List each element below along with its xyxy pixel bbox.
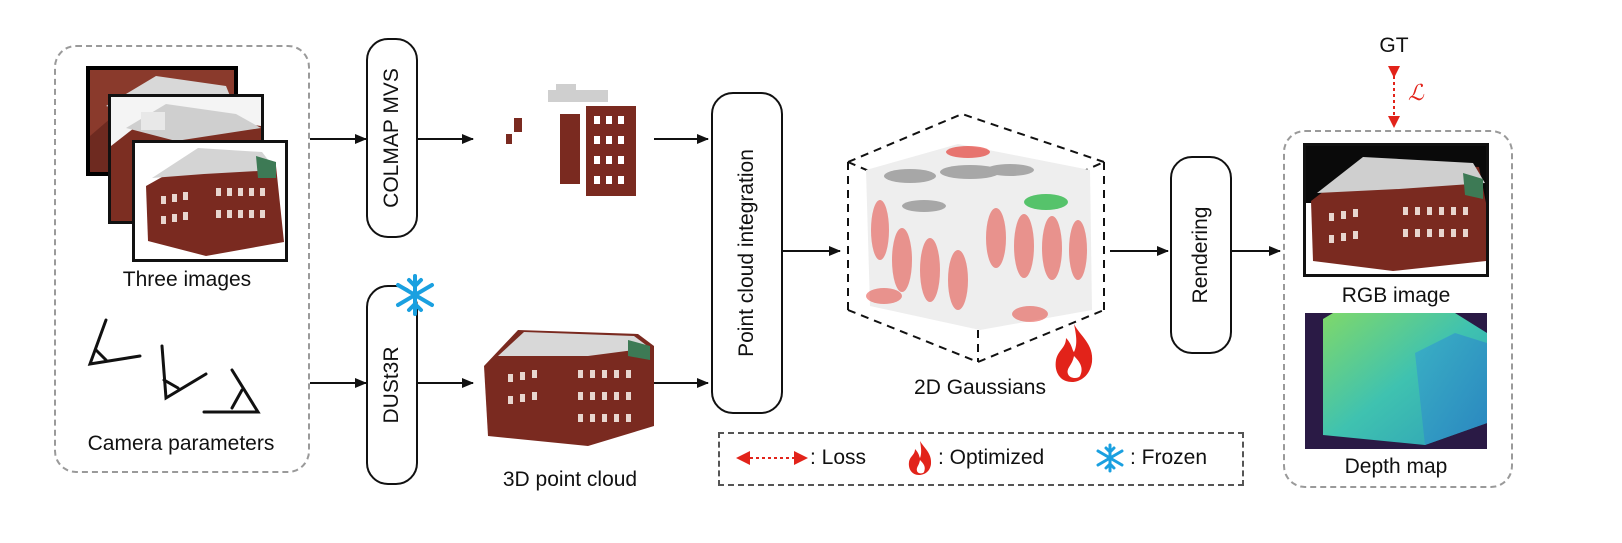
camera-frustums [87, 318, 261, 414]
loss-symbol: ℒ [1408, 80, 1424, 105]
flame-icon [908, 441, 932, 475]
gt-label: GT [1379, 34, 1409, 57]
rgb-image-label: RGB image [1341, 284, 1451, 307]
depth-map-label: Depth map [1344, 455, 1448, 478]
snowflake-icon [396, 274, 434, 316]
gaussians-label: 2D Gaussians [914, 376, 1046, 399]
dust3r-stage: DUSt3R [366, 285, 418, 485]
outputs-panel [1283, 130, 1513, 488]
legend-frozen-label: : Frozen [1130, 446, 1208, 469]
image-front [132, 140, 288, 262]
colmap-point-cloud [506, 84, 636, 196]
legend-box [718, 432, 1244, 486]
gaussians-cube [847, 112, 1105, 363]
three-images-stack [86, 66, 288, 262]
rgb-image [1303, 143, 1489, 277]
camera-icon [160, 344, 208, 401]
colmap-mvs-stage: COLMAP MVS [366, 38, 418, 238]
dust3r-point-cloud [484, 330, 654, 446]
point-cloud-integration-stage: Point cloud integration [711, 92, 783, 414]
rendering-label: Rendering [1189, 206, 1212, 304]
camera-icon [202, 368, 261, 414]
camera-parameters-label: Camera parameters [87, 432, 275, 455]
depth-map [1305, 313, 1487, 449]
point-cloud-label: 3D point cloud [502, 468, 638, 491]
snowflake-icon [1096, 443, 1124, 473]
loss-legend-arrow [736, 451, 808, 465]
legend-loss-label: : Loss [810, 446, 867, 469]
colmap-mvs-label: COLMAP MVS [380, 68, 403, 208]
inputs-panel [54, 45, 310, 473]
rendering-stage: Rendering [1170, 156, 1232, 354]
dust3r-label: DUSt3R [380, 346, 403, 424]
point-cloud-integration-label: Point cloud integration [735, 149, 758, 357]
camera-icon [87, 318, 142, 366]
three-images-label: Three images [122, 268, 252, 291]
legend-optimized-label: : Optimized [938, 446, 1045, 469]
flame-icon [1055, 324, 1093, 382]
